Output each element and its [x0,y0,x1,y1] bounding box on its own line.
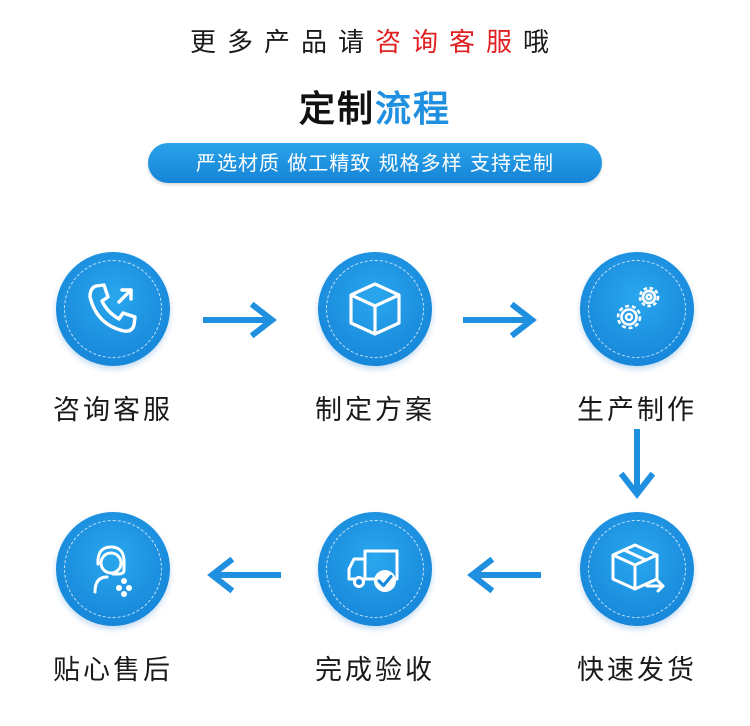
step-label: 制定方案 [315,395,435,426]
step-circle [56,512,170,626]
arrow-down-icon [618,429,656,499]
step-production[interactable]: 生产制作 [537,252,737,427]
shipping-box-icon [611,543,665,593]
step-label: 贴心售后 [53,655,173,686]
arrow-right-icon [463,301,537,339]
customer-service-icon [93,545,132,597]
step-circle [580,252,694,366]
step-shipping[interactable]: 快速发货 [537,512,737,687]
title-part1: 定制 [298,89,375,130]
step-circle [56,252,170,366]
promo-line: 更多产品请咨询客服哦 [0,22,750,59]
step-acceptance[interactable]: 完成验收 [275,512,475,687]
step-plan[interactable]: 制定方案 [275,252,475,427]
step-after-sales[interactable]: 贴心售后 [13,512,213,687]
step-circle [580,512,694,626]
promo-highlight[interactable]: 咨询客服 [374,28,523,58]
tagline-banner: 严选材质 做工精致 规格多样 支持定制 [148,143,602,183]
step-circle [318,512,432,626]
step-label: 快速发货 [577,655,697,686]
step-consult[interactable]: 咨询客服 [13,252,213,427]
step-label: 生产制作 [577,395,697,426]
promo-prefix: 更多产品请 [189,28,375,58]
step-label: 完成验收 [315,655,435,686]
title-part2: 流程 [375,89,452,130]
page-title: 定制流程 [0,80,750,132]
step-label: 咨询客服 [53,395,173,426]
arrow-left-icon [467,556,541,594]
arrow-left-icon [207,556,281,594]
phone-icon [88,283,137,333]
promo-suffix: 哦 [523,28,561,58]
gears-icon [616,286,660,330]
delivery-truck-check-icon [347,549,399,592]
box-icon [349,282,401,336]
arrow-right-icon [203,301,277,339]
step-circle [318,252,432,366]
